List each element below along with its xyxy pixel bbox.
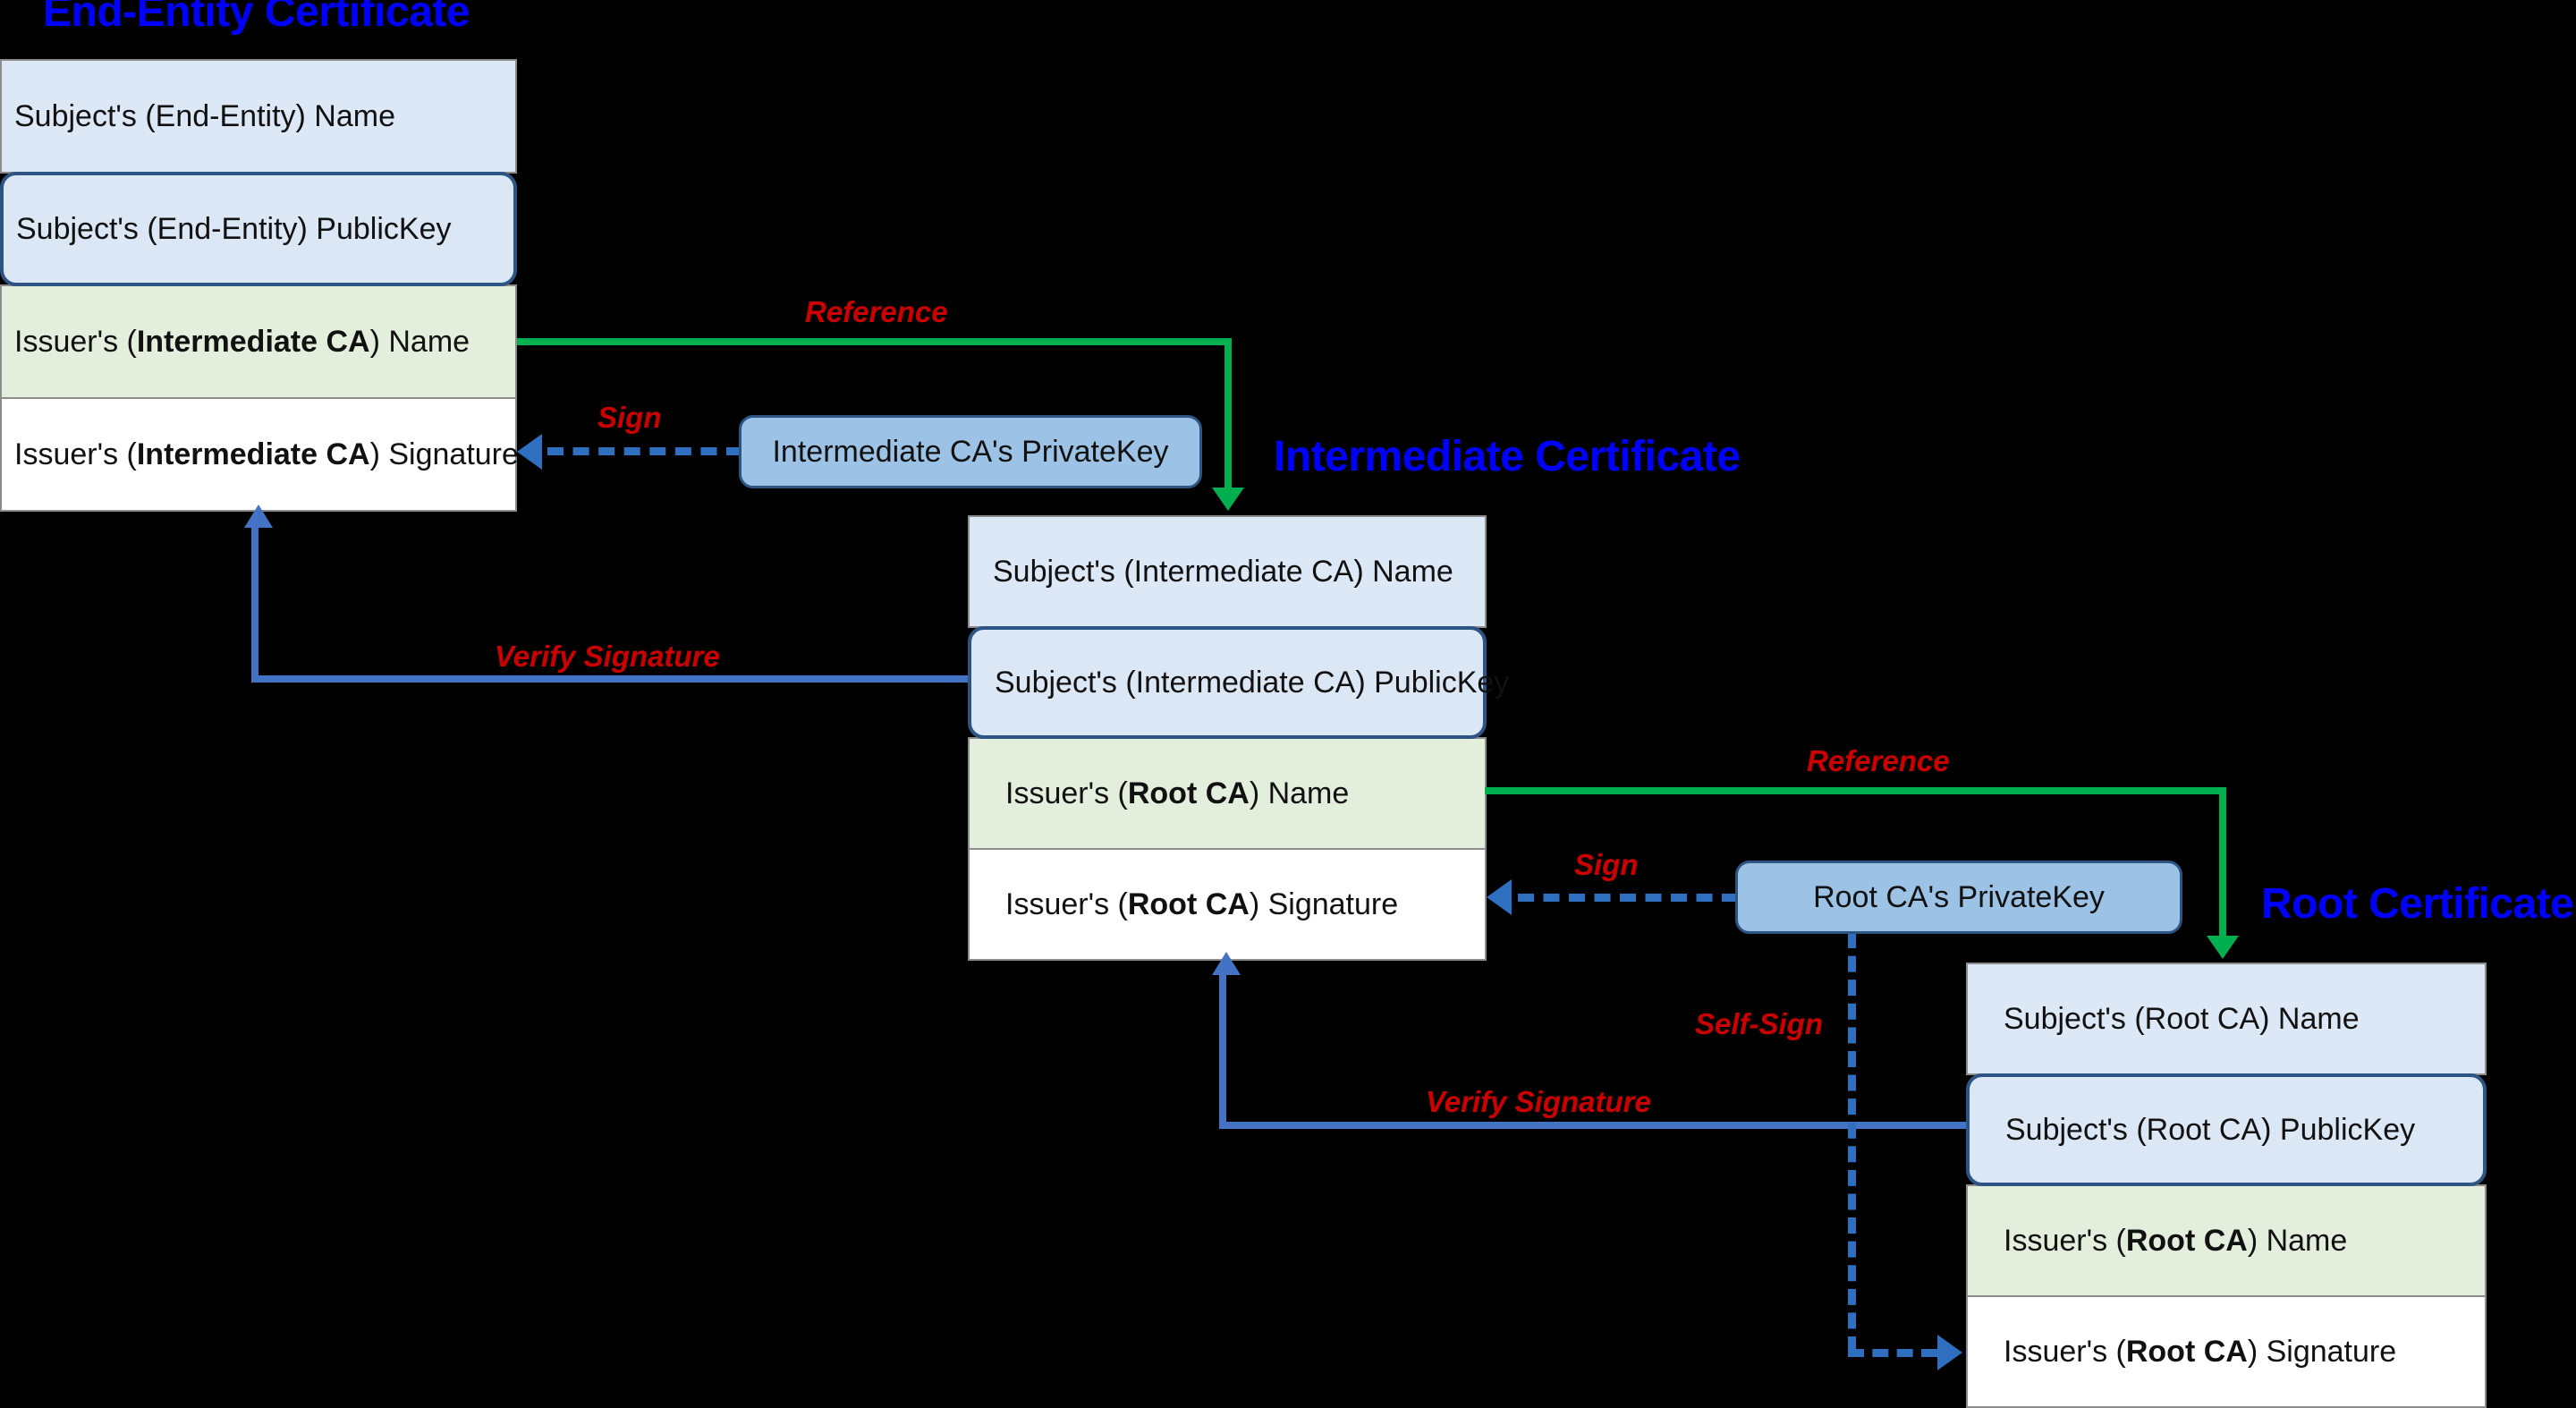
sign-top-label: Sign: [597, 401, 662, 434]
root-issuer-sig-bold: Root CA: [2125, 1334, 2248, 1369]
root-ca-privatekey-box: Root CA's PrivateKey: [1735, 861, 2182, 934]
root-ca-privatekey-label: Root CA's PrivateKey: [1813, 879, 2105, 914]
int-issuer-signature-label: Issuer's (Root CA) Signature: [1005, 886, 1399, 921]
root-subject-name-label: Subject's (Root CA) Name: [2004, 1001, 2360, 1036]
verify-bottom-vertical: [1219, 973, 1226, 1127]
verify-top-label: Verify Signature: [495, 640, 720, 673]
intermediate-ca-privatekey-box: Intermediate CA's PrivateKey: [739, 415, 1202, 488]
root-issuer-name-bold: Root CA: [2125, 1223, 2248, 1258]
verify-top-horizontal: [251, 675, 971, 683]
end-entity-certificate: Subject's (End-Entity) Name Subject's (E…: [0, 59, 519, 512]
ee-subject-name-label: Subject's (End-Entity) Name: [14, 98, 395, 133]
end-entity-certificate-title: End-Entity Certificate: [43, 0, 470, 36]
reference-bottom-vertical: [2219, 787, 2226, 936]
sign-bottom-dashed-line: [1518, 894, 1738, 902]
int-subject-name-label: Subject's (Intermediate CA) Name: [993, 554, 1453, 589]
reference-bottom-label: Reference: [1807, 744, 1950, 777]
reference-bottom-arrowhead: [2207, 936, 2239, 959]
verify-top-vertical: [251, 526, 258, 680]
int-issuer-sig-bold: Root CA: [1127, 886, 1250, 921]
root-certificate-title: Root Certificate: [2261, 880, 2574, 928]
reference-top-vertical: [1224, 338, 1232, 488]
self-sign-horizontal-line: [1848, 1349, 1937, 1357]
root-issuer-signature-row: Issuer's (Root CA) Signature: [1966, 1295, 2487, 1408]
reference-top-horizontal: [517, 338, 1232, 345]
ee-issuer-name-row: Issuer's (Intermediate CA) Name: [0, 284, 517, 399]
int-subject-publickey-row: Subject's (Intermediate CA) PublicKey: [968, 626, 1509, 739]
ee-issuer-name-bold: Intermediate CA: [136, 324, 370, 359]
int-issuer-name-label: Issuer's (Root CA) Name: [1005, 776, 1350, 810]
root-subject-publickey-label: Subject's (Root CA) PublicKey: [2005, 1112, 2416, 1147]
ee-issuer-signature-row: Issuer's (Intermediate CA) Signature: [0, 397, 519, 512]
root-issuer-signature-label: Issuer's (Root CA) Signature: [2004, 1334, 2397, 1369]
reference-bottom-horizontal: [1485, 787, 2226, 794]
int-subject-name-row: Subject's (Intermediate CA) Name: [968, 515, 1487, 628]
ee-issuer-signature-label: Issuer's (Intermediate CA) Signature: [14, 437, 519, 471]
self-sign-vertical-line: [1848, 932, 1856, 1353]
root-issuer-name-label: Issuer's (Root CA) Name: [2004, 1223, 2348, 1258]
sign-bottom-arrowhead: [1487, 879, 1512, 915]
ee-subject-publickey-row: Subject's (End-Entity) PublicKey: [0, 172, 517, 286]
intermediate-certificate: Subject's (Intermediate CA) Name Subject…: [968, 515, 1509, 961]
reference-top-arrowhead: [1212, 488, 1244, 511]
int-subject-publickey-label: Subject's (Intermediate CA) PublicKey: [995, 665, 1510, 700]
intermediate-ca-privatekey-label: Intermediate CA's PrivateKey: [772, 434, 1169, 469]
verify-bottom-label: Verify Signature: [1426, 1085, 1651, 1118]
ee-issuer-name-label: Issuer's (Intermediate CA) Name: [14, 324, 470, 359]
reference-top-label: Reference: [805, 295, 948, 328]
int-issuer-name-bold: Root CA: [1127, 776, 1250, 810]
self-sign-label: Self-Sign: [1695, 1007, 1824, 1040]
root-certificate: Subject's (Root CA) Name Subject's (Root…: [1966, 963, 2487, 1408]
sign-top-arrowhead: [517, 434, 542, 470]
ee-issuer-sig-bold: Intermediate CA: [136, 437, 370, 471]
int-issuer-signature-row: Issuer's (Root CA) Signature: [968, 848, 1487, 961]
verify-bottom-arrowhead: [1212, 952, 1241, 975]
verify-top-arrowhead: [244, 505, 273, 528]
root-subject-name-row: Subject's (Root CA) Name: [1966, 963, 2487, 1075]
ee-subject-publickey-label: Subject's (End-Entity) PublicKey: [16, 211, 452, 246]
ee-subject-name-row: Subject's (End-Entity) Name: [0, 59, 517, 174]
root-subject-publickey-row: Subject's (Root CA) PublicKey: [1966, 1073, 2487, 1186]
sign-top-dashed-line: [547, 447, 742, 455]
sign-bottom-label: Sign: [1574, 848, 1639, 881]
self-sign-arrowhead: [1937, 1335, 1962, 1370]
intermediate-certificate-title: Intermediate Certificate: [1274, 433, 1741, 480]
root-issuer-name-row: Issuer's (Root CA) Name: [1966, 1184, 2487, 1297]
verify-bottom-horizontal: [1219, 1122, 1970, 1129]
int-issuer-name-row: Issuer's (Root CA) Name: [968, 737, 1487, 850]
